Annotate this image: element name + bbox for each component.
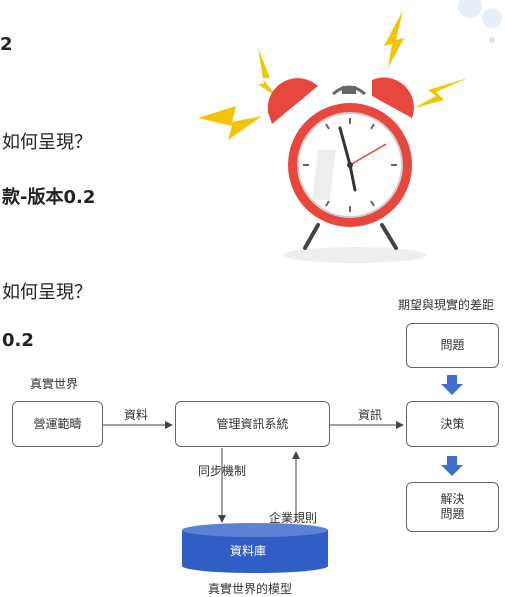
- slide-line-5: 0.2: [2, 330, 34, 351]
- real-world-label: 真實世界: [30, 377, 79, 391]
- model-label: 真實世界的模型: [208, 582, 293, 596]
- mis-box: 管理資訊系統: [175, 401, 330, 447]
- slide-line-4: 如何呈現？: [2, 282, 92, 303]
- lightning-bolt-icon: [384, 10, 404, 68]
- gap-label: 期望與現實的差距: [398, 298, 495, 312]
- operating-scope-box: 營運範疇: [12, 401, 103, 447]
- down-arrow-icon: [441, 456, 463, 476]
- database-label: 資料庫: [230, 544, 267, 558]
- database-cylinder: [182, 523, 328, 573]
- lightning-bolt-icon: [198, 106, 262, 140]
- slide-line-1: 2: [0, 34, 13, 55]
- solve-problem-box: 解決 問題: [406, 482, 499, 532]
- lightning-bolt-icon: [258, 48, 278, 98]
- decision-box: 決策: [406, 401, 499, 447]
- data-label: 資料: [124, 408, 149, 422]
- down-arrow-icon: [441, 375, 463, 395]
- slide-line-2: 如何呈現？: [2, 132, 92, 153]
- slide-line-3: 款-版本0.2: [2, 187, 96, 208]
- sync-mechanism-label: 同步機制: [198, 464, 247, 478]
- information-label: 資訊: [358, 408, 383, 422]
- problem-box: 問題: [406, 323, 499, 368]
- business-rules-label: 企業規則: [269, 511, 318, 525]
